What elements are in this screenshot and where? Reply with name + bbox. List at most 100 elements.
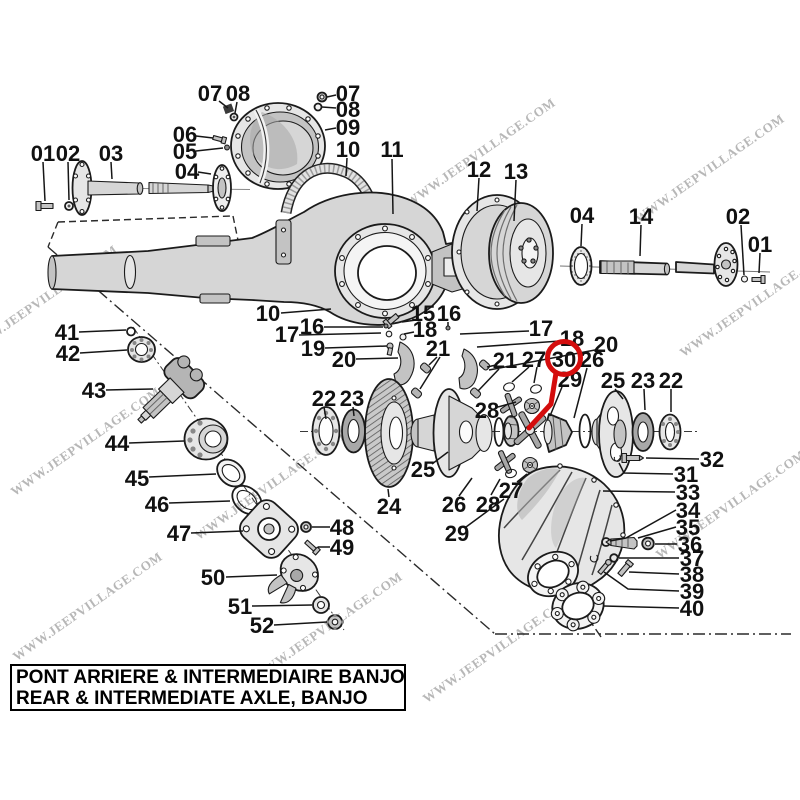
axle-shaft-left-drawing	[35, 134, 232, 216]
part-label-28: 28	[476, 492, 500, 517]
leader-line-24	[387, 488, 390, 498]
leader-line-08	[234, 101, 238, 114]
leader-line-06	[195, 135, 214, 139]
bearing-part	[183, 417, 229, 461]
flange-gasket-part	[212, 164, 232, 212]
part-label-16: 16	[437, 301, 461, 326]
diff-cover-top-drawing	[222, 91, 386, 234]
leader-line-10	[345, 157, 348, 177]
leader-line-45	[148, 473, 217, 478]
leader-line-52	[273, 621, 328, 626]
washer-part	[399, 333, 407, 341]
leader-line-25	[614, 388, 624, 400]
leader-line-51	[251, 604, 313, 607]
nut-part	[641, 536, 655, 551]
castle-nut-part	[326, 614, 344, 630]
part-label-45: 45	[125, 466, 149, 491]
leader-line-33	[602, 490, 676, 493]
spider-lock-cluster-upper	[499, 382, 542, 418]
axle-flange-part	[675, 242, 739, 287]
filler-plug-part	[605, 536, 638, 550]
part-label-13: 13	[504, 159, 528, 184]
leader-line-22	[323, 406, 327, 420]
part-label-17: 17	[529, 316, 553, 341]
bearing-race-part	[631, 412, 655, 452]
part-label-47: 47	[167, 521, 191, 546]
part-label-26: 26	[442, 492, 466, 517]
part-label-24: 24	[377, 494, 402, 519]
part-label-14: 14	[629, 204, 654, 229]
shaft-part	[599, 260, 671, 276]
part-label-46: 46	[145, 492, 169, 517]
bearing-part	[127, 336, 156, 363]
leader-line-39	[603, 571, 680, 592]
leader-line-08	[321, 106, 337, 109]
part-label-11: 11	[380, 137, 403, 162]
leader-line-19	[324, 345, 388, 349]
leader-line-21	[486, 364, 497, 368]
part-label-43: 43	[82, 378, 106, 403]
leader-line-17	[459, 330, 530, 335]
leader-line-11	[391, 158, 394, 215]
bearing-cap-part	[458, 348, 478, 390]
part-label-07: 07	[336, 81, 360, 106]
thrust-washer-part	[578, 413, 592, 449]
leader-line-27	[516, 473, 528, 483]
leader-line-27	[533, 366, 538, 384]
cover-gasket-part	[550, 580, 606, 632]
spider-lock-cluster-lower	[494, 450, 543, 482]
leader-line-07	[326, 94, 337, 98]
leader-line-13	[513, 179, 517, 222]
part-label-01: 01	[748, 232, 772, 257]
part-label-07: 07	[198, 81, 222, 106]
part-label-30: 30	[552, 347, 576, 372]
leader-line-28	[497, 401, 517, 408]
axle-shaft-part	[71, 160, 217, 216]
part-label-10: 10	[256, 301, 280, 326]
leader-line-12	[476, 177, 480, 212]
part-label-04: 04	[175, 159, 200, 184]
leader-line-27	[511, 366, 530, 383]
part-label-49: 49	[330, 535, 354, 560]
leader-line-23	[643, 388, 646, 411]
leader-line-41	[78, 329, 127, 333]
pin-part	[224, 144, 230, 151]
leader-line-07	[218, 100, 229, 109]
yoke-flange-part	[267, 553, 319, 604]
differential-train-drawing	[311, 378, 682, 488]
bearing-part	[311, 406, 341, 456]
side-gear-part	[502, 415, 520, 447]
part-label-34: 34	[676, 498, 701, 523]
part-label-08: 08	[226, 81, 250, 106]
leader-line-01	[42, 161, 46, 202]
leader-line-25	[431, 451, 449, 465]
part-label-28: 28	[475, 398, 499, 423]
watermark-text: WWW.JEEPVILLAGE.COM	[632, 111, 787, 226]
bearing-race-part	[216, 458, 246, 488]
part-label-51: 51	[228, 594, 252, 619]
highlight-circle	[545, 339, 583, 377]
part-label-37: 37	[680, 546, 704, 571]
bolt-part	[304, 539, 321, 556]
bolt-part	[386, 342, 394, 356]
leader-line-47	[190, 530, 244, 534]
dash-dot-frame-line	[47, 246, 496, 635]
leader-line-35	[637, 526, 677, 539]
leader-line-43	[105, 388, 154, 391]
watermark-text: WWW.JEEPVILLAGE.COM	[10, 549, 165, 664]
leader-line-28	[490, 478, 501, 496]
part-label-32: 32	[700, 447, 724, 472]
part-label-40: 40	[680, 596, 704, 621]
bolt-part	[751, 274, 766, 285]
bearing-caps-drawing	[393, 341, 491, 399]
leader-line-14	[639, 224, 642, 257]
leader-line-21	[477, 368, 500, 392]
caption-line-en: REAR & INTERMEDIATE AXLE, BANJO	[16, 688, 368, 709]
stud-part	[617, 559, 634, 577]
leader-line-21	[428, 356, 438, 366]
part-label-27: 27	[499, 478, 523, 503]
leader-line-17	[298, 332, 382, 336]
part-label-17: 17	[275, 322, 299, 347]
highlight-pointer-line	[526, 370, 559, 431]
